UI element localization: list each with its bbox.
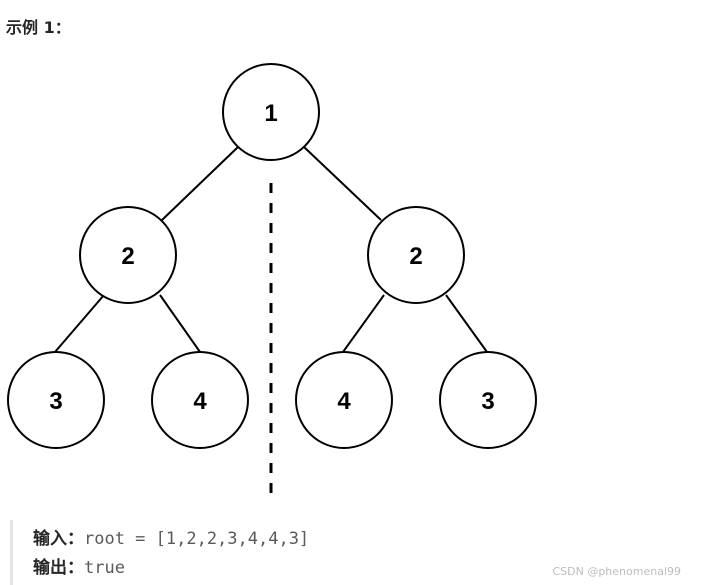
tree-node-right-left: 4 [295, 351, 393, 449]
tree-node-right-right: 3 [439, 351, 537, 449]
example-title: 示例 1： [6, 18, 71, 37]
tree-node-root: 1 [222, 63, 320, 161]
node-label: 3 [49, 388, 62, 415]
edge-left-leftleft [54, 294, 105, 353]
tree-node-right: 2 [367, 206, 465, 304]
example-io-block: 输入：root = [1,2,2,3,4,4,3] 输出：true [10, 520, 533, 585]
output-value: true [84, 558, 125, 578]
edge-right-rightleft [342, 294, 385, 353]
node-label: 2 [121, 243, 134, 270]
node-label: 2 [409, 243, 422, 270]
csdn-watermark: CSDN @phenomenal99 [552, 565, 681, 578]
input-line: 输入：root = [1,2,2,3,4,4,3] [33, 526, 309, 552]
input-value: root = [1,2,2,3,4,4,3] [84, 529, 310, 549]
output-line: 输出：true [33, 555, 125, 581]
input-label: 输入： [33, 529, 84, 549]
edge-root-left [161, 146, 239, 221]
node-label: 3 [481, 388, 494, 415]
edge-root-right [303, 146, 382, 221]
tree-node-left-right: 4 [151, 351, 249, 449]
output-label: 输出： [33, 558, 84, 578]
edge-left-leftright [159, 294, 201, 353]
symmetric-tree-diagram: 1 2 2 3 4 4 3 [7, 63, 537, 497]
edge-right-rightright [445, 294, 488, 353]
node-label: 1 [264, 100, 277, 127]
tree-node-left-left: 3 [7, 351, 105, 449]
node-label: 4 [337, 388, 351, 415]
node-label: 4 [193, 388, 207, 415]
tree-node-left: 2 [79, 206, 177, 304]
